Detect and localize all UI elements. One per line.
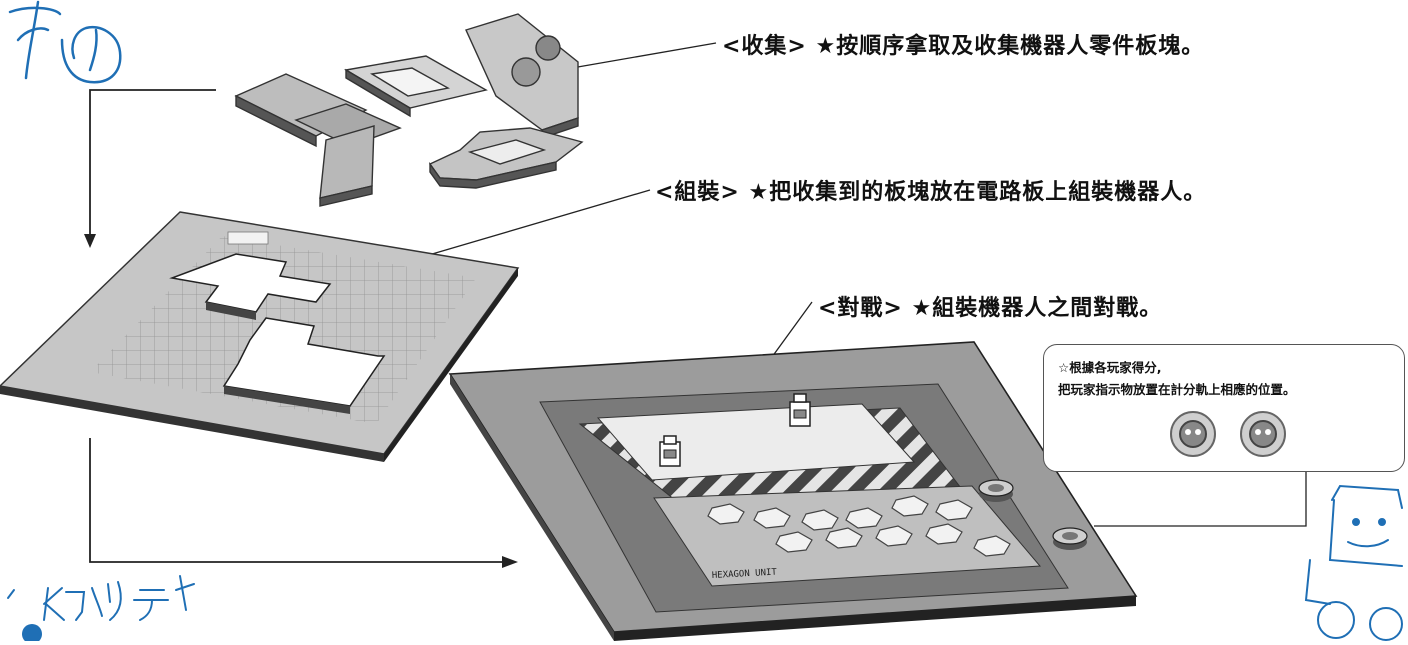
board-label: HEXAGON UNIT [712,568,778,581]
step-battle-caption: <對戰> ★組裝機器人之間對戰。 [818,296,1163,321]
step-collect-caption: <收集> ★按順序拿取及收集機器人零件板塊。 [722,34,1205,59]
leader-line-collect [571,42,717,69]
robot-token-icon [1240,411,1286,457]
handwriting-robot-icon [1304,484,1403,641]
robot-token-icon [1170,411,1216,457]
arrow-head-down [84,234,96,248]
handwriting-scribble-top [8,0,122,84]
arrow-head-right [502,556,518,568]
scoring-note-line-2: 把玩家指示物放置在計分軌上相應的位置。 [1058,382,1296,397]
flow-arrow-right [89,438,504,563]
handwriting-scribble-bottom [7,575,195,644]
assembly-board [0,211,520,462]
robot-figure-icon [659,435,681,467]
scoring-note-line-1: ☆根據各玩家得分, [1058,360,1162,375]
player-marker-icon [1052,527,1088,550]
flow-arrow-down [89,89,216,236]
scoring-note-box: ☆根據各玩家得分, 把玩家指示物放置在計分軌上相應的位置。 [1043,344,1405,472]
robot-figure-icon [789,393,811,427]
player-marker-icon [978,479,1014,502]
robot-part-tiles [234,13,584,207]
step-assemble-caption: <組裝> ★把收集到的板塊放在電路板上組裝機器人。 [655,180,1207,205]
battle-board: HEXAGON UNIT [448,341,1138,641]
leader-line-score [1094,472,1307,527]
